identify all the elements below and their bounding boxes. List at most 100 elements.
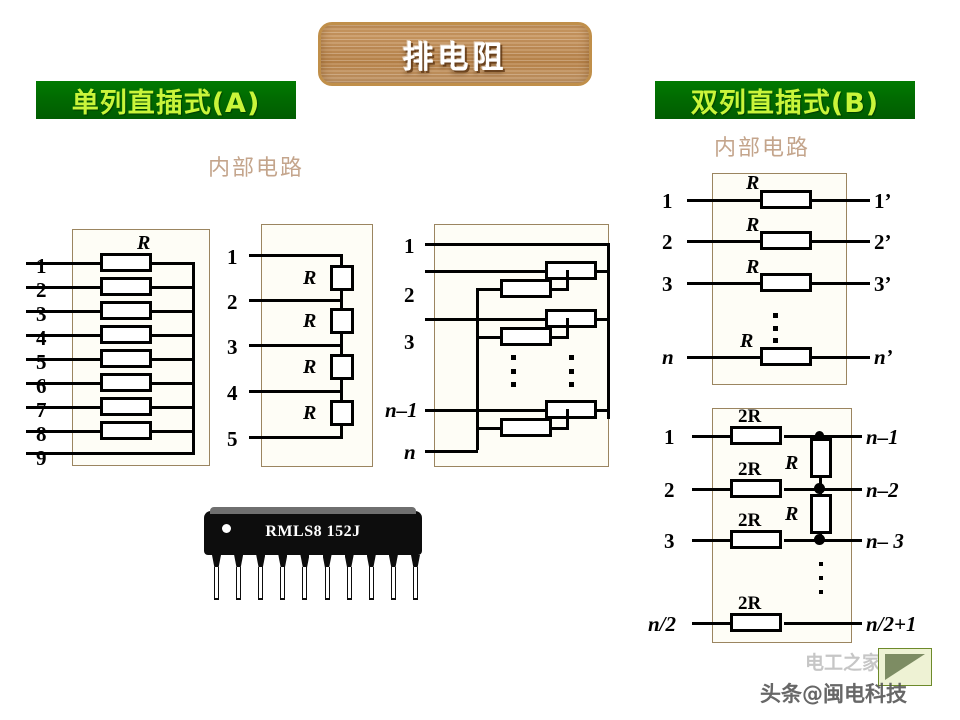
wire-common-bus <box>192 262 195 455</box>
wire <box>249 436 343 439</box>
resistor <box>500 279 552 298</box>
pin-label: 1 <box>664 425 675 449</box>
wire <box>26 430 102 433</box>
resistor <box>500 418 552 437</box>
section-header-dual-inline: 双列直插式(B) <box>655 81 915 119</box>
wire <box>26 334 102 337</box>
wire <box>26 358 102 361</box>
wire <box>249 254 343 257</box>
wire <box>150 286 195 289</box>
ic-pin-row <box>212 555 420 600</box>
pin-label: 3 <box>227 335 238 359</box>
resistor <box>100 277 152 296</box>
ellipsis-icon <box>772 313 778 343</box>
resistor <box>100 349 152 368</box>
pin-label: 1’ <box>874 189 892 213</box>
resistor-label-R: R <box>746 214 760 236</box>
pin-label: n–1 <box>866 425 899 449</box>
resistor <box>545 309 597 328</box>
ellipsis-icon <box>818 562 823 594</box>
wire <box>476 288 479 450</box>
resistor-label-2R: 2R <box>738 593 762 614</box>
resistor <box>760 273 812 292</box>
wire <box>476 427 502 430</box>
resistor <box>500 327 552 346</box>
resistor <box>100 301 152 320</box>
wire <box>596 270 610 273</box>
ic-pin <box>278 555 288 600</box>
pin-label: 2’ <box>874 230 892 254</box>
wire <box>810 199 870 202</box>
resistor-R-shunt <box>810 438 832 478</box>
resistor-label-2R: 2R <box>738 510 762 531</box>
pin-label: n/2 <box>648 612 677 636</box>
wire <box>566 409 569 429</box>
resistor <box>100 397 152 416</box>
wire <box>566 318 569 338</box>
wire <box>26 452 195 455</box>
wire <box>810 356 870 359</box>
resistor <box>760 347 812 366</box>
wire <box>26 406 102 409</box>
pin-label: 2 <box>404 283 415 307</box>
resistor-label-2R: 2R <box>738 459 762 480</box>
resistor <box>545 261 597 280</box>
resistor <box>330 400 354 426</box>
wire <box>692 488 732 491</box>
resistor-label-R: R <box>746 256 760 278</box>
wire <box>150 382 195 385</box>
pin-label: 3 <box>404 330 415 354</box>
wire <box>692 622 732 625</box>
resistor-2R <box>730 530 782 549</box>
title-banner: 排电阻 <box>318 22 592 86</box>
polarity-dot-icon <box>222 524 231 533</box>
pin-label: 8 <box>36 422 47 446</box>
wire <box>596 318 610 321</box>
wire <box>150 406 195 409</box>
pin-label: 2 <box>664 478 675 502</box>
wire <box>692 539 732 542</box>
wire <box>425 450 478 453</box>
pin-label: 5 <box>227 427 238 451</box>
wire <box>551 336 569 339</box>
wire <box>26 286 102 289</box>
wire <box>425 409 545 412</box>
wire <box>687 356 762 359</box>
section-header-single-inline: 单列直插式(A) <box>36 81 296 119</box>
resistor <box>100 373 152 392</box>
ellipsis-icon <box>568 355 574 387</box>
pin-label: 5 <box>36 350 47 374</box>
pin-label: 3 <box>664 529 675 553</box>
junction-node <box>815 431 824 440</box>
ic-top-edge <box>210 507 416 514</box>
wire <box>476 336 502 339</box>
wire <box>607 243 610 419</box>
pin-label: 2 <box>662 230 673 254</box>
pin-label: 4 <box>36 326 47 350</box>
wire <box>687 282 762 285</box>
resistor-label-R: R <box>740 330 754 352</box>
wire <box>26 382 102 385</box>
wire <box>249 390 343 393</box>
resistor-label-R: R <box>137 232 151 254</box>
resistor-label-2R: 2R <box>738 406 762 427</box>
wire <box>340 424 343 438</box>
wire <box>249 299 343 302</box>
pin-label: 7 <box>36 398 47 422</box>
ic-pin <box>212 555 221 600</box>
wire <box>150 358 195 361</box>
pin-label: 1 <box>36 254 47 278</box>
wire <box>340 378 343 401</box>
wire <box>249 344 343 347</box>
wire <box>687 240 762 243</box>
wire <box>692 435 732 438</box>
ic-pin <box>322 555 332 600</box>
section-header-left-label: 单列直插式(A) <box>71 87 261 119</box>
resistor-label-R: R <box>746 172 760 194</box>
caption-internal-circuit-right: 内部电路 <box>714 136 811 161</box>
wire <box>687 199 762 202</box>
watermark-ghost: 电工之家 <box>805 652 882 674</box>
pin-label: n–2 <box>866 478 899 502</box>
pin-label: 2 <box>227 290 238 314</box>
wire <box>784 622 862 625</box>
